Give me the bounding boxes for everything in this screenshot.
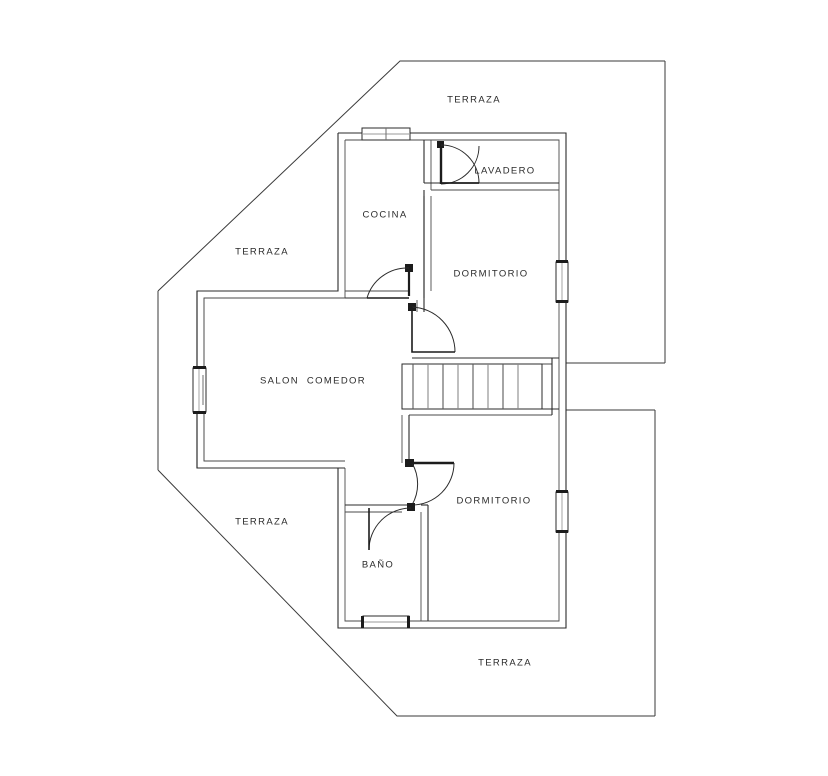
dormitorio-upper-window [555,260,569,303]
label-terraza-bottom: TERRAZA [478,658,532,669]
terrace-boundary [157,60,666,717]
label-salon-comedor: SALON COMEDOR [260,376,366,387]
label-cocina: COCINA [362,210,407,221]
label-bano: BAÑO [362,560,394,571]
doors [366,141,480,551]
label-dormitorio-lower: DORMITORIO [456,496,531,507]
staircase [401,363,543,410]
label-lavadero: LAVADERO [474,166,535,177]
lavadero-door-arc-group [440,144,480,184]
windows [192,127,569,629]
cocina-door [366,264,413,299]
label-dormitorio-upper: DORMITORIO [453,269,528,280]
cocina-window [361,127,411,141]
room-labels: TERRAZA TERRAZA TERRAZA TERRAZA COCINA L… [235,95,535,669]
label-terraza-lower-left: TERRAZA [235,517,289,528]
label-terraza-left: TERRAZA [235,247,289,258]
bano-window [361,615,410,629]
bano-door [368,503,415,551]
label-terraza-top: TERRAZA [447,95,501,106]
dormitorio-lower-window [555,490,569,533]
salon-window [192,366,207,414]
dormitorio-upper-door [408,303,456,353]
dormitorio-lower-door [405,459,455,506]
